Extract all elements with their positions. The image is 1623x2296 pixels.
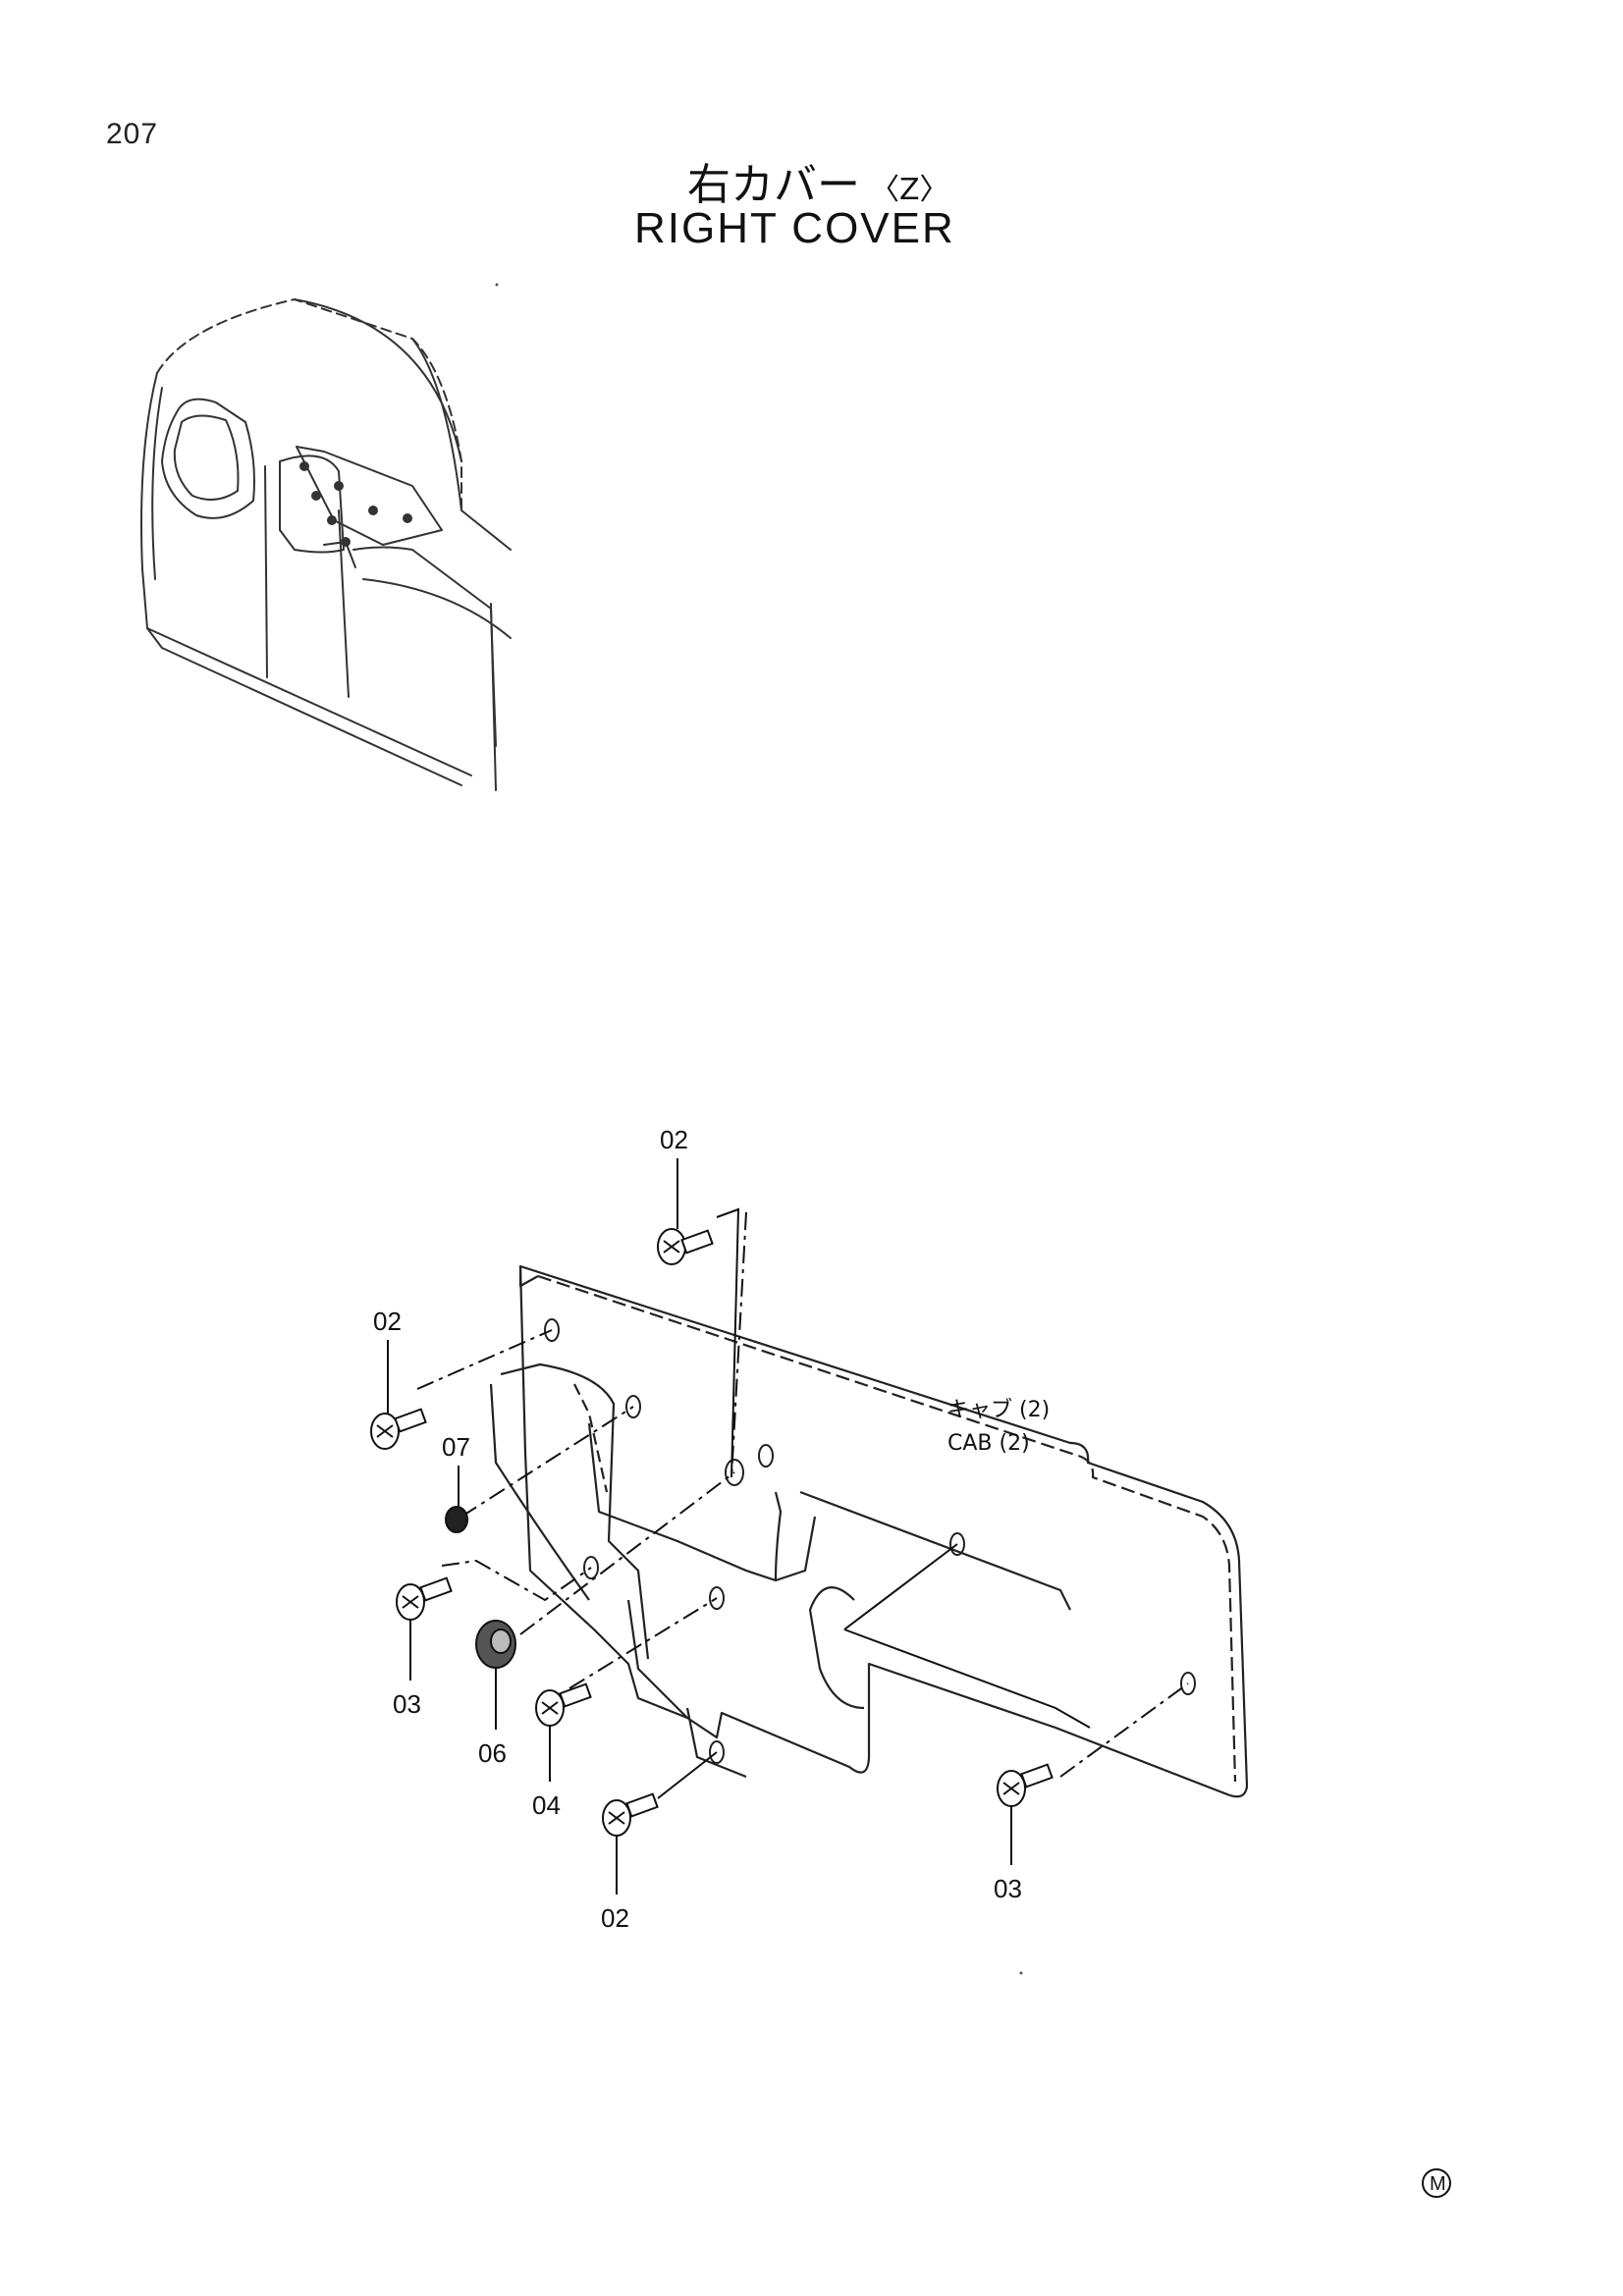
- bolt-02-left: [370, 1408, 427, 1450]
- cab-note-english: CAB (2): [947, 1431, 1030, 1456]
- callout-02-top: 02: [660, 1125, 688, 1154]
- callout-03-left: 03: [393, 1689, 421, 1719]
- circled-m-mark: M: [1422, 2168, 1451, 2198]
- title-jp-variant: 〈Z〉: [870, 173, 949, 207]
- stray-marks: [495, 283, 1023, 1975]
- page-title-english: RIGHT COVER: [634, 204, 955, 252]
- screw-04: [535, 1682, 592, 1727]
- screw-03-right: [997, 1763, 1054, 1807]
- callout-06: 06: [478, 1738, 507, 1768]
- callout-02-bottom: 02: [601, 1903, 629, 1933]
- callout-02-left: 02: [373, 1307, 402, 1336]
- grommet-06: [475, 1620, 516, 1669]
- cab-overview-illustration: [140, 298, 512, 791]
- right-cover-panel: [489, 1264, 1249, 1798]
- screw-03-left: [396, 1576, 453, 1621]
- bolt-02-top: [657, 1228, 714, 1265]
- cab-note-japanese: キャブ (2): [947, 1398, 1050, 1422]
- title-jp-text: 右カバー: [687, 160, 860, 210]
- bolt-02-bottom: [602, 1792, 659, 1837]
- circled-m-text: M: [1430, 2173, 1446, 2195]
- page-number: 207: [106, 118, 159, 150]
- callout-04: 04: [532, 1790, 561, 1820]
- nut-07: [445, 1506, 468, 1533]
- callout-03-right: 03: [994, 1874, 1022, 1903]
- page-title-japanese: 右カバー〈Z〉: [687, 149, 949, 212]
- callout-leaders: [387, 1158, 1012, 1895]
- mounting-holes: [544, 1318, 1196, 1764]
- assembly-center-lines: [416, 1207, 1189, 1799]
- callout-07: 07: [442, 1432, 470, 1462]
